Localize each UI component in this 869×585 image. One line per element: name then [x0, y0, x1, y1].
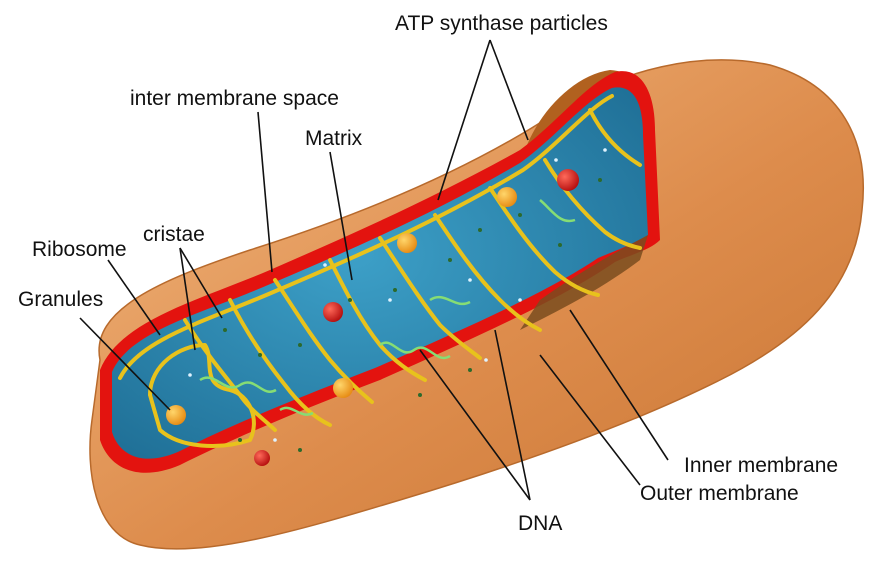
label-atp-synthase: ATP synthase particles — [395, 12, 608, 35]
label-inner-membrane: Inner membrane — [684, 454, 838, 477]
label-inter-membrane-space: inter membrane space — [130, 87, 339, 110]
label-granules: Granules — [18, 288, 103, 311]
label-cristae: cristae — [143, 223, 205, 246]
label-ribosome: Ribosome — [32, 238, 127, 261]
label-matrix: Matrix — [305, 127, 363, 150]
label-dna: DNA — [518, 512, 562, 535]
label-outer-membrane: Outer membrane — [640, 482, 799, 505]
